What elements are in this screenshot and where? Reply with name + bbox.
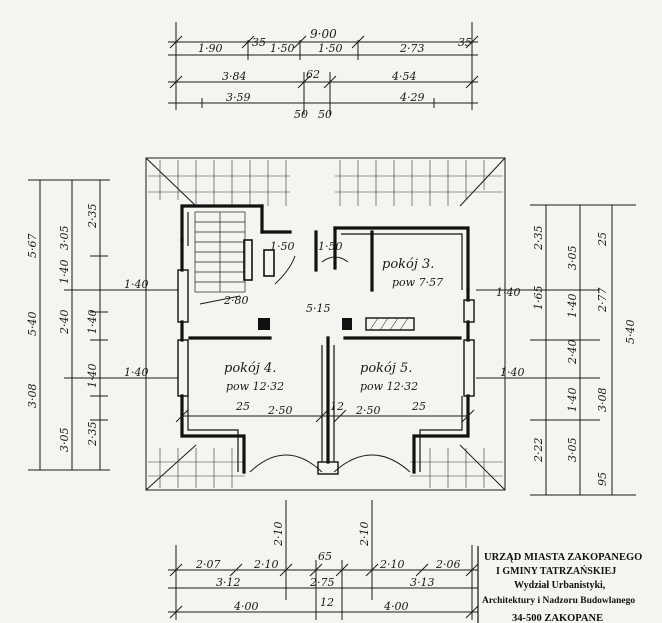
dim-right-235: 2·35 <box>532 226 545 252</box>
dim-right-140a: 1·40 <box>566 294 579 319</box>
stamp-line-1: URZĄD MIASTA ZAKOPANEGO <box>484 552 642 563</box>
dim-left-305b: 3·05 <box>58 428 71 453</box>
misc-area-3: 2·80 <box>223 294 249 307</box>
dim-bot-275: 2·75 <box>309 576 335 589</box>
dim-bot-65: 65 <box>318 550 332 563</box>
dim-bot-210a: 2·10 <box>253 558 279 571</box>
stamp-line-5: 34-500 ZAKOPANE <box>512 613 603 623</box>
dim-left-308: 3·08 <box>26 384 39 409</box>
dim-top-454: 4·54 <box>391 70 417 83</box>
dim-top-190: 1·90 <box>198 42 223 55</box>
dim-left-h140b: 1·40 <box>124 366 149 379</box>
dim-top-50b: 50 <box>318 108 332 121</box>
dim-bot-210b: 2·10 <box>379 558 405 571</box>
dim-bot-vert-210b: 2·10 <box>358 522 371 548</box>
dim-top-429: 4·29 <box>399 91 425 104</box>
official-stamp: URZĄD MIASTA ZAKOPANEGO I GMINY TATRZAŃS… <box>477 546 662 623</box>
room-3-name: pokój 3. <box>382 257 434 272</box>
dim-left-305a: 3·05 <box>58 226 71 251</box>
top-dimension-lines: 9·00 1·90 35 1·50 1·50 2·73 35 3·84 62 4… <box>168 22 479 121</box>
dim-top-384: 3·84 <box>222 70 247 83</box>
dim-right-277: 2·77 <box>596 288 609 314</box>
dim-right-305a: 3·05 <box>566 246 579 271</box>
dim-top-273: 2·73 <box>399 42 425 55</box>
dim-right-540: 5·40 <box>624 320 637 345</box>
dim-bot-312: 3·12 <box>216 576 241 589</box>
stamp-line-3: Wydział Urbanistyki, <box>514 580 606 591</box>
dim-left-240: 2·40 <box>58 310 71 336</box>
dim-bot-313: 3·13 <box>410 576 435 589</box>
dim-left-235a: 2·35 <box>86 204 99 230</box>
dim-right-25: 25 <box>596 232 609 247</box>
dim-inner-250b: 2·50 <box>355 404 381 417</box>
dim-inner-25b: 25 <box>411 400 426 413</box>
dim-right-240: 2·40 <box>566 340 579 366</box>
staircase <box>194 211 349 305</box>
room-5-name: pokój 5. <box>360 361 412 376</box>
dim-right-222: 2·22 <box>532 438 545 464</box>
room-3-area: pow 7·57 <box>392 276 443 289</box>
left-dimension-lines: 3·05 2·35 5·67 1·40 2·40 5·40 3·08 1·40 … <box>26 179 178 471</box>
dim-top-359: 3·59 <box>226 91 251 104</box>
dim-left-567: 5·67 <box>26 234 39 259</box>
stamp-line-4: Architektury i Nadzoru Budowlanego <box>482 596 635 606</box>
dim-top-150a: 1·50 <box>270 42 295 55</box>
dim-top-35a: 35 <box>252 36 266 49</box>
dim-bot-400a: 4·00 <box>233 600 259 613</box>
dim-left-140a: 1·40 <box>58 260 71 285</box>
dim-top-150b: 1·50 <box>318 42 343 55</box>
dim-left-235b: 2·35 <box>86 422 99 448</box>
dim-top-62: 62 <box>306 68 320 81</box>
dim-overall-width: 9·00 <box>310 27 337 41</box>
misc-area-1: 1·50 <box>270 240 295 253</box>
dim-right-165: 1·65 <box>532 286 545 311</box>
dim-right-140b: 1·40 <box>566 388 579 413</box>
dim-right-305b: 3·05 <box>566 438 579 463</box>
roof-outline <box>145 157 506 491</box>
dim-bot-vert-210a: 2·10 <box>272 522 285 548</box>
dim-inner-25a: 25 <box>235 400 250 413</box>
right-dimension-lines: 3·05 2·35 2·77 1·65 1·40 2·40 5·40 3·08 … <box>476 204 637 496</box>
bottom-dimension-lines: 2·07 2·10 65 2·10 2·06 3·12 2·75 3·13 4·… <box>168 500 479 620</box>
dim-left-h140a: 1·40 <box>124 278 149 291</box>
misc-area-2: 1·50 <box>318 240 343 253</box>
dim-bot-206: 2·06 <box>435 558 461 571</box>
hall-area: 5·15 <box>306 302 331 315</box>
dim-bot-400b: 4·00 <box>383 600 409 613</box>
dim-inner-250a: 2·50 <box>267 404 293 417</box>
dim-bot-207: 2·07 <box>195 558 221 571</box>
dim-right-h140a: 1·40 <box>496 286 521 299</box>
dim-right-95: 95 <box>596 472 609 486</box>
dim-left-540: 5·40 <box>26 312 39 337</box>
dim-inner-12: 12 <box>330 400 344 413</box>
dim-left-140b: 1·40 <box>86 364 99 389</box>
inner-dimensions: 25 2·50 12 2·50 25 <box>175 400 475 423</box>
dim-top-35b: 35 <box>458 36 472 49</box>
stamp-line-2: I GMINY TATRZAŃSKIEJ <box>496 565 616 577</box>
room-5-area: pow 12·32 <box>360 380 418 393</box>
room-4-area: pow 12·32 <box>226 380 284 393</box>
dim-right-h140b: 1·40 <box>500 366 525 379</box>
dim-right-308: 3·08 <box>596 388 609 413</box>
room-4-name: pokój 4. <box>224 361 276 376</box>
room-labels: pokój 3. pow 7·57 pokój 4. pow 12·32 pok… <box>223 240 443 393</box>
dim-bot-12: 12 <box>320 596 334 609</box>
dim-top-50a: 50 <box>294 108 308 121</box>
dim-left-140c: 1·40 <box>86 310 99 335</box>
